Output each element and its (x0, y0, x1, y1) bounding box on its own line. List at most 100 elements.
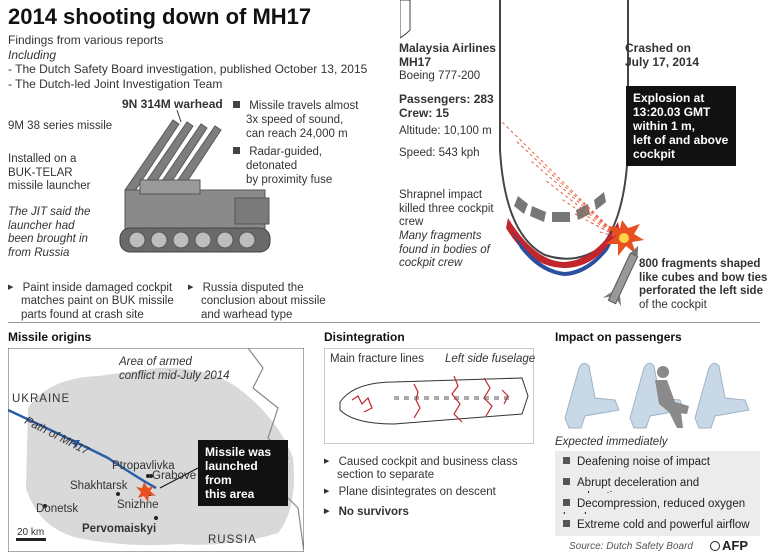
crew-count: Crew: 15 (399, 106, 450, 120)
spec-radar-cont: detonated by proximity fuse (246, 160, 332, 187)
town-ptropavlivka: Ptropavlivka (112, 460, 175, 472)
callout-line: left of and above (633, 133, 729, 147)
airline-label: Malaysia Airlines MH17 (399, 41, 496, 69)
note-line: Russia disputed the (202, 282, 304, 294)
launcher-label: Installed on a BUK-TELAR missile launche… (8, 153, 90, 194)
fragments-line: Many fragments (399, 230, 482, 242)
fragments-shape-line: perforated the left side (639, 285, 763, 297)
callout-line: cockpit (633, 147, 676, 161)
note-paint: Paint inside damaged cockpit (8, 281, 173, 296)
note-line: matches paint on BUK missile (21, 295, 174, 307)
fracture-label: Main fracture lines (330, 353, 424, 365)
launch-line: Missile was (205, 445, 272, 459)
jit-line: been brought in (8, 233, 88, 245)
launch-site-icon (136, 482, 156, 502)
town-pervomaiskyi: Pervomaiskyi (82, 523, 157, 535)
disintegration-item: Plane disintegrates on descent (324, 485, 496, 500)
airline-line: Malaysia Airlines (399, 41, 496, 55)
disintegration-line: Plane disintegrates on descent (338, 486, 496, 498)
fragments-found-note: Many fragments found in bodies of cockpi… (399, 230, 490, 271)
disintegration-line: Caused cockpit and business class (338, 456, 518, 468)
launcher-line: Installed on a (8, 153, 77, 165)
jit-line: from Russia (8, 246, 70, 259)
findings-jit: - The Dutch-led Joint Investigation Team (8, 76, 223, 91)
spec-speed-cont: 3x speed of sound, can reach 24,000 m (246, 114, 348, 141)
crash-date: Crashed on July 17, 2014 (625, 41, 700, 69)
passengers-count: Passengers: 283 (399, 92, 494, 106)
source-credit: Source: Dutch Safety Board (569, 541, 693, 552)
note-russia-cont: conclusion about missile and warhead typ… (201, 295, 326, 322)
disintegration-item: No survivors (324, 505, 409, 520)
fragments-line: found in bodies of (399, 243, 490, 256)
launch-line: launched from (205, 459, 258, 487)
jit-note: The JIT said the launcher had been broug… (8, 206, 90, 260)
plane-illustration (400, 0, 644, 307)
fuselage-diagram (324, 348, 534, 444)
fragments-shape-line: 800 fragments shaped (639, 258, 761, 270)
spec-line: Radar-guided, (249, 146, 323, 158)
jit-line: launcher had (8, 219, 75, 232)
fragments-line: cockpit crew (399, 257, 463, 269)
disintegration-item-cont: section to separate (337, 469, 435, 481)
section-divider (8, 322, 760, 323)
callout-line: Explosion at (633, 91, 705, 105)
page-title: 2014 shooting down of MH17 (8, 4, 312, 29)
spec-line: 3x speed of sound, (246, 114, 344, 126)
callout-line: within 1 m, (633, 119, 696, 133)
disintegration-item: Caused cockpit and business class (324, 455, 518, 470)
speed-value: Speed: 543 kph (399, 147, 480, 159)
launcher-line: missile launcher (8, 180, 91, 192)
ukraine-label: UKRAINE (12, 393, 71, 405)
crash-line: July 17, 2014 (625, 54, 700, 69)
spec-line: Missile travels almost (249, 100, 359, 112)
spec-line: by proximity fuse (246, 173, 333, 186)
shrapnel-line: killed three cockpit (399, 202, 494, 215)
buk-launcher-illustration (119, 110, 271, 253)
findings-dsb: - The Dutch Safety Board investigation, … (8, 62, 368, 76)
russia-label: RUSSIA (208, 534, 257, 546)
fragments-shape-line: of the cockpit (639, 298, 707, 311)
disintegration-line: No survivors (338, 506, 409, 518)
disintegration-heading: Disintegration (324, 330, 405, 344)
impact-heading: Impact on passengers (555, 330, 682, 344)
shrapnel-line: Shrapnel impact (399, 189, 483, 201)
findings-including: Including (8, 47, 57, 62)
town-grabove: Grabove (152, 470, 197, 482)
conflict-line: conflict mid-July 2014 (119, 369, 230, 382)
town-shakhtarsk: Shakhtarsk (70, 480, 128, 492)
impact-expected: Expected immediately (555, 436, 668, 448)
plane-model: Boeing 777-200 (399, 70, 481, 82)
launch-callout: Missile was launched from this area (198, 440, 288, 506)
note-line: conclusion about missile (201, 295, 326, 307)
fragments-shape-line: like cubes and bow ties (639, 271, 768, 284)
flight-path-line (8, 408, 157, 490)
note-line: and warhead type (201, 308, 293, 321)
findings-intro: Findings from various reports (8, 33, 164, 47)
impact-item: Extreme cold and powerful airflow (555, 514, 760, 536)
town-snizhne: Snizhne (117, 499, 159, 511)
afp-logo-text: AFP (722, 538, 748, 553)
origins-heading: Missile origins (8, 330, 92, 344)
note-russia: Russia disputed the (188, 281, 304, 296)
impact-item: Deafening noise of impact (555, 451, 760, 473)
spec-line: can reach 24,000 m (246, 127, 348, 140)
fragments-shape-note: 800 fragments shaped like cubes and bow … (639, 258, 767, 312)
explosion-callout: Explosion at 13:20.03 GMT within 1 m, le… (626, 86, 736, 166)
missile-series-label: 9M 38 series missile (8, 120, 113, 132)
altitude-value: Altitude: 10,100 m (399, 125, 492, 137)
jit-line: The JIT said the (8, 206, 91, 218)
afp-logo-mark (710, 541, 720, 551)
shrapnel-note: Shrapnel impact killed three cockpit cre… (399, 189, 494, 230)
spec-speed: Missile travels almost (233, 100, 363, 114)
conflict-area-label: Area of armed conflict mid-July 2014 (119, 356, 230, 383)
conflict-line: Area of armed (119, 356, 192, 368)
spec-radar: Radar-guided, (233, 146, 322, 160)
findings-block: Findings from various reports Including … (8, 33, 367, 91)
town-donetsk: Donetsk (36, 503, 79, 515)
shrapnel-line: crew (399, 216, 424, 228)
crash-line: Crashed on (625, 41, 692, 55)
note-line: parts found at crash site (21, 308, 144, 321)
launcher-line: BUK-TELAR (8, 166, 73, 179)
scale-label: 20 km (17, 527, 45, 538)
passenger-seats-illustration (564, 362, 750, 429)
